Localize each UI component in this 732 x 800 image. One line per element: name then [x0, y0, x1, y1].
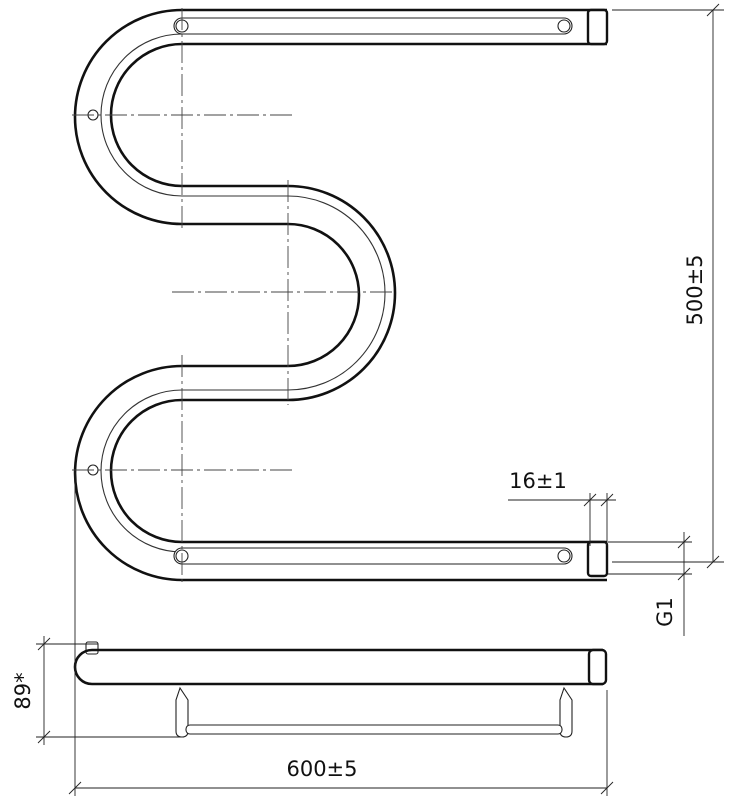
side-end-fitting — [587, 648, 608, 686]
height-dimension-label: 500±5 — [683, 254, 707, 325]
tube-inner-wall — [109, 42, 607, 544]
side-tube — [73, 648, 603, 686]
thread-dimension-label: G1 — [653, 597, 677, 627]
top-bar-slot — [173, 17, 573, 35]
bottom-bar-slot — [173, 547, 573, 565]
side-view — [73, 641, 608, 738]
bottom-bar-right-hole — [557, 549, 571, 563]
top-end-fitting — [586, 8, 609, 46]
bottom-end-fitting — [586, 540, 609, 578]
top-view — [73, 8, 609, 582]
center-lines — [72, 8, 395, 582]
side-crossbar — [185, 724, 563, 735]
dimensions: 500±5 16±1 G1 89* 600±5 — [11, 3, 724, 796]
width-dimension-label: 600±5 — [286, 757, 357, 781]
tube-dimension-label: 16±1 — [509, 469, 567, 493]
tube-outer-wall — [73, 8, 607, 582]
depth-dimension-label: 89* — [11, 672, 35, 709]
top-bar-right-hole — [557, 19, 571, 33]
tube-inner-line — [100, 33, 386, 553]
